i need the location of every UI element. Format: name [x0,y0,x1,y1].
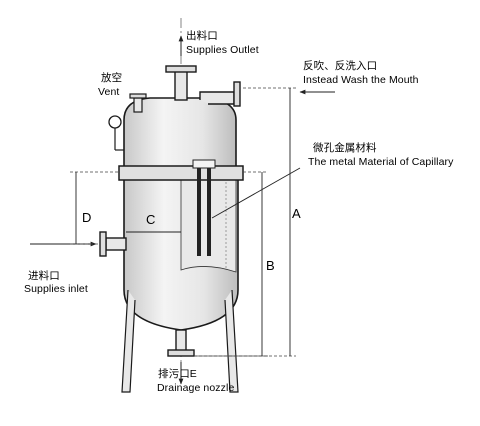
support-leg-right [224,289,239,393]
vent-cap [129,93,147,99]
capillary-leader [211,167,301,219]
dimension-a-label: A [292,206,301,221]
supplies-inlet-label-en: Supplies inlet [24,283,88,295]
inlet-nozzle [105,237,127,251]
drainage-label-cn: 排污口E [158,368,197,380]
supplies-inlet-label-cn: 进料口 [28,270,60,282]
vent-label-en: Vent [98,86,120,98]
inlet-flange [99,231,107,257]
backwash-pipe [199,91,235,105]
drainage-label-en: Drainage nozzle [157,382,235,394]
capillary-tube-1 [197,168,201,256]
vent-pipe [133,97,143,113]
drain-pipe [175,329,187,353]
drain-flange [167,349,195,357]
body-flange [118,165,244,181]
capillary-label-cn: 微孔金属材料 [313,142,377,154]
backwash-label-cn: 反吹、反洗入口 [303,60,378,72]
backwash-label-en: Instead Wash the Mouth [303,74,419,86]
dimension-b-label: B [266,258,275,273]
supplies-outlet-label-cn: 出料口 [186,30,218,42]
support-leg-left [121,289,136,393]
outlet-flange [165,65,197,73]
supplies-outlet-label-en: Supplies Outlet [186,44,259,56]
dimension-d-label: D [82,210,92,225]
capillary-tube-2 [207,168,211,256]
tube-sheet [192,159,216,169]
pressure-gauge-icon [108,115,122,129]
capillary-label-en: The metal Material of Capillary [308,156,454,168]
outlet-nozzle [174,69,188,101]
backwash-flange [233,81,241,107]
dimension-c-label: C [146,212,156,227]
vent-label-cn: 放空 [101,72,123,84]
